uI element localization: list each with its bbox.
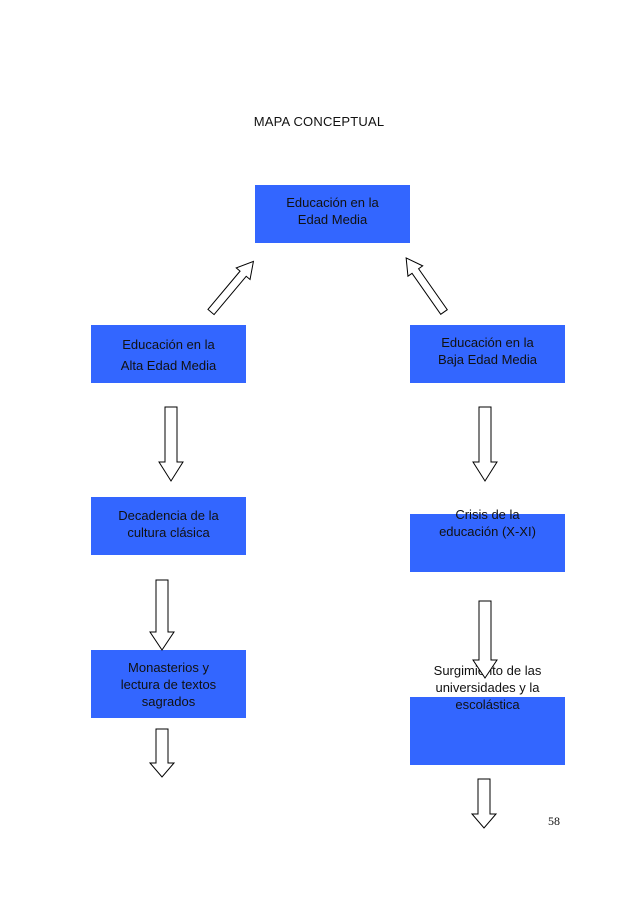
page-title: MAPA CONCEPTUAL [253, 114, 385, 129]
node-alta-edad-media: Educación en la Alta Edad Media [91, 325, 246, 383]
node-crisis-line-2: educación (X-XI) [439, 524, 536, 539]
node-root: Educación en la Edad Media [255, 185, 410, 243]
node-decadencia: Decadencia de la cultura clásica [91, 497, 246, 555]
arrow-root-to-baja [405, 257, 448, 315]
page-number: 58 [548, 814, 560, 828]
node-monasterios-line-3: sagrados [141, 694, 196, 709]
node-alta-line-2: Alta Edad Media [120, 358, 217, 373]
arrow-alta-to-decadencia [158, 406, 184, 482]
node-baja-line-2: Baja Edad Media [437, 352, 537, 367]
node-baja-line-1: Educación en la [441, 335, 534, 350]
node-surgimiento-line-3: escolástica [455, 697, 520, 712]
node-decadencia-line-1: Decadencia de la [118, 508, 219, 523]
node-monasterios-line-2: lectura de textos [120, 677, 217, 692]
node-decadencia-line-2: cultura clásica [127, 525, 210, 540]
node-monasterios-line-1: Monasterios y [128, 660, 209, 675]
node-monasterios: Monasterios y lectura de textos sagrados [91, 650, 246, 718]
arrow-baja-to-crisis [472, 406, 498, 482]
node-root-line-1: Educación en la [286, 195, 379, 210]
node-root-line-2: Edad Media [297, 212, 368, 227]
arrow-monasterios-down [148, 728, 176, 778]
node-baja-edad-media: Educación en la Baja Edad Media [410, 325, 565, 383]
node-surgimiento [410, 697, 565, 765]
node-surgimiento-line-2: universidades y la [435, 680, 540, 695]
arrow-decadencia-to-monasterios [149, 579, 175, 651]
node-alta-line-1: Educación en la [122, 337, 215, 352]
node-crisis [410, 514, 565, 572]
node-crisis-text: Crisis de la educación (X-XI) [410, 506, 565, 540]
node-crisis-line-1: Crisis de la [455, 507, 520, 522]
arrow-root-to-alta [207, 260, 255, 316]
arrow-surgimiento-down [470, 778, 498, 829]
arrow-crisis-to-surgimiento [472, 600, 498, 679]
